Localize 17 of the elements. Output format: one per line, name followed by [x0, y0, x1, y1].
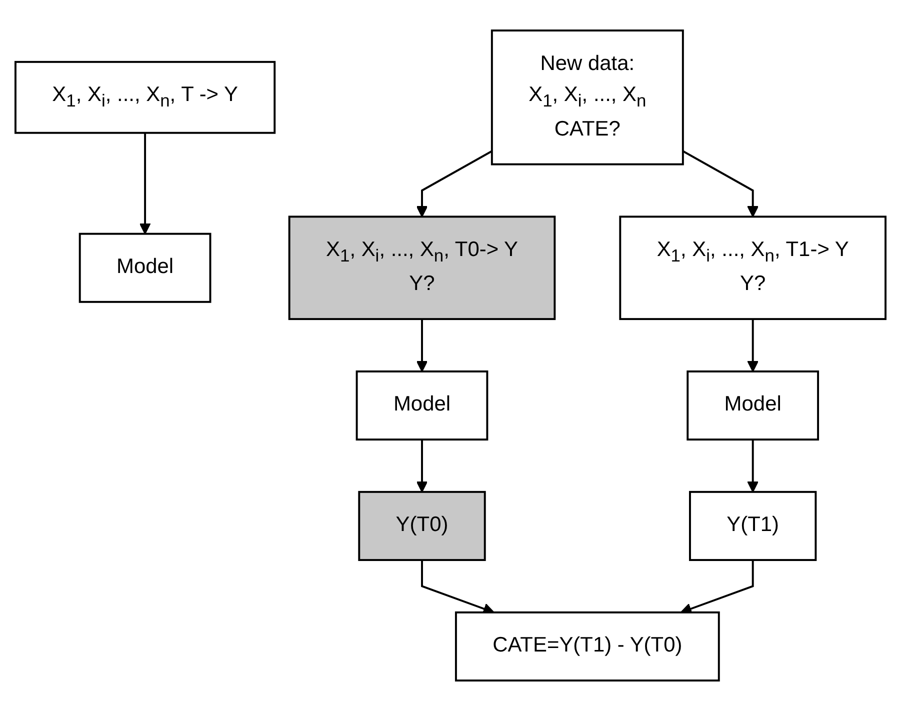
arrow: [682, 150, 759, 218]
node-box: Model: [356, 370, 488, 441]
node-box: CATE=Y(T1) - Y(T0): [454, 611, 720, 682]
arrow: [747, 319, 759, 372]
node-box: Model: [686, 370, 820, 441]
arrow: [416, 440, 428, 492]
node-box: Y(T1): [689, 490, 817, 561]
node-box: Y(T0): [358, 490, 486, 561]
arrow: [139, 132, 151, 234]
arrow: [747, 440, 759, 492]
node-box: X$_{1}$, X$_{i}$, ..., X$_{n}$, T1-> Y Y?: [619, 216, 886, 320]
node-box: X$_{1}$, X$_{i}$, ..., X$_{n}$, T0-> Y Y?: [288, 216, 556, 320]
node-box: New data: X$_{1}$, X$_{i}$, ..., X$_{n}$ CATE?: [490, 30, 684, 166]
arrow: [416, 319, 428, 372]
arrow: [416, 150, 492, 218]
node-box: Model: [78, 232, 212, 303]
node-box: X$_{1}$, X$_{i}$, ..., X$_{n}$, T -> Y: [14, 60, 276, 134]
